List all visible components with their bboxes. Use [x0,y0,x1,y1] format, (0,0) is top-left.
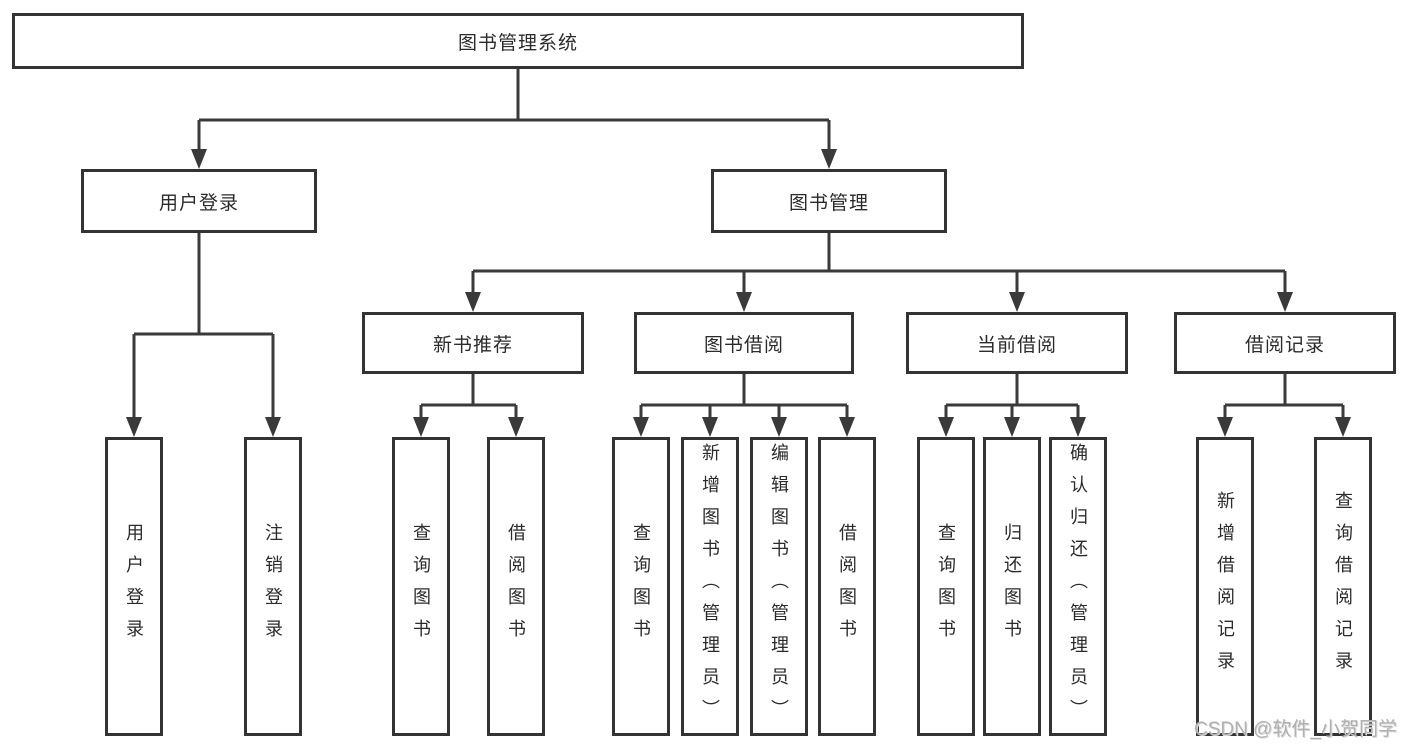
node-current-borrow: 当前借阅 [906,312,1128,374]
node-book-borrow: 图书借阅 [634,312,854,374]
node-root-label: 图书管理系统 [457,32,578,54]
node-leaf-query-borrow-record-label: 查询借阅记录 [1333,490,1353,683]
node-leaf-return-book-label: 归还图书 [1002,522,1022,651]
node-leaf-logout-label: 注销登录 [263,522,283,651]
node-leaf-query-books-3: 查询图书 [917,437,975,736]
node-book-management-label: 图书管理 [788,192,869,214]
node-leaf-borrow-books-1-label: 借阅图书 [506,522,526,651]
node-leaf-add-book-admin-label: 新增图书（管理员） [700,442,720,731]
node-leaf-borrow-books-2-label: 借阅图书 [837,522,857,651]
node-leaf-borrow-books-2: 借阅图书 [818,437,876,736]
node-leaf-user-login-label: 用户登录 [124,522,144,651]
node-leaf-query-books-2: 查询图书 [612,437,670,736]
node-leaf-query-books-2-label: 查询图书 [631,522,651,651]
node-user-login-label: 用户登录 [158,192,239,214]
node-leaf-return-book: 归还图书 [983,437,1041,736]
node-leaf-confirm-return-admin-label: 确认归还（管理员） [1068,442,1088,731]
node-leaf-confirm-return-admin: 确认归还（管理员） [1049,437,1107,736]
node-leaf-add-book-admin: 新增图书（管理员） [681,437,739,736]
node-leaf-edit-book-admin: 编辑图书（管理员） [750,437,808,736]
connector-path [132,69,1345,420]
node-leaf-user-login: 用户登录 [105,437,163,736]
arrowheads [126,149,1351,437]
node-book-borrow-label: 图书借阅 [703,334,784,356]
node-leaf-add-borrow-record: 新增借阅记录 [1196,437,1254,736]
node-leaf-query-books-1-label: 查询图书 [411,522,431,651]
node-new-book-recommend: 新书推荐 [362,312,584,374]
node-leaf-borrow-books-1: 借阅图书 [487,437,545,736]
node-user-login: 用户登录 [81,169,317,233]
csdn-watermark: CSDN @软件_小贺同学 [1194,719,1397,740]
node-borrow-records-label: 借阅记录 [1244,334,1325,356]
node-leaf-query-books-1: 查询图书 [392,437,450,736]
node-borrow-records: 借阅记录 [1174,312,1396,374]
node-leaf-query-borrow-record: 查询借阅记录 [1314,437,1372,736]
node-leaf-query-books-3-label: 查询图书 [936,522,956,651]
node-root: 图书管理系统 [12,13,1024,69]
node-leaf-logout: 注销登录 [244,437,302,736]
node-new-book-recommend-label: 新书推荐 [432,334,513,356]
node-leaf-edit-book-admin-label: 编辑图书（管理员） [769,442,789,731]
node-current-borrow-label: 当前借阅 [976,334,1057,356]
node-book-management: 图书管理 [711,169,947,233]
node-leaf-add-borrow-record-label: 新增借阅记录 [1215,490,1235,683]
